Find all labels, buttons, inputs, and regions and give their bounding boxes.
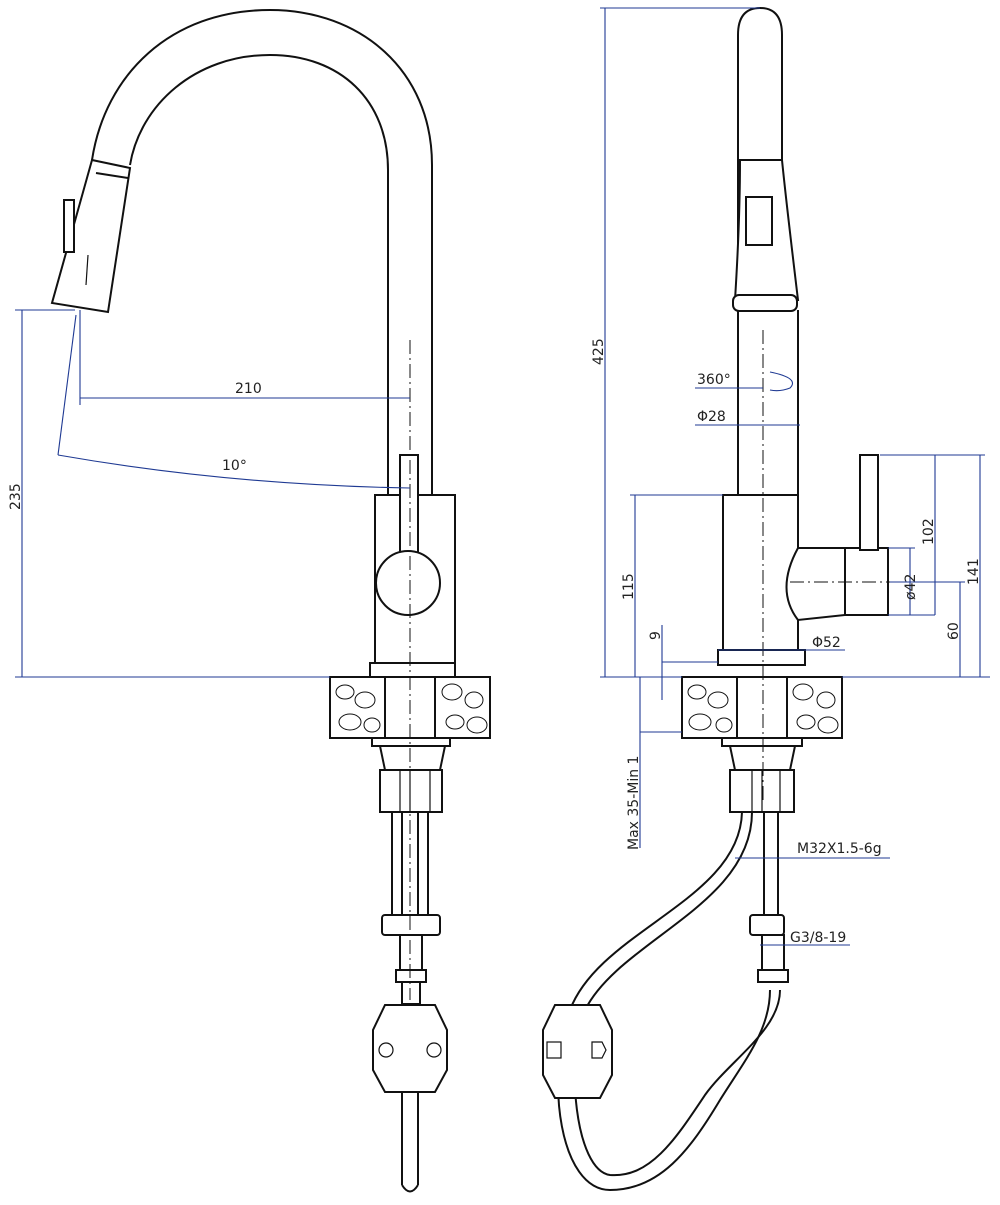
dim-mount-thread: M32X1.5-6g (797, 841, 882, 857)
spout-outer (91, 8, 433, 495)
dim-handle-center-height: 60 (946, 622, 962, 640)
pull-out-hose (557, 811, 771, 1192)
dim-handle-diameter: ø42 (903, 574, 919, 600)
dim-spray-height: 235 (8, 483, 24, 510)
left-view: 210 10° 235 (8, 8, 491, 1193)
hose-weight (542, 1004, 613, 1099)
dim-body-height: 115 (621, 573, 637, 600)
dim-spout-diameter: Φ28 (697, 409, 726, 425)
stone-pattern (335, 683, 488, 734)
dim-base-diameter: Φ52 (812, 635, 841, 651)
lever-side (859, 454, 879, 551)
dim-handle-height: 102 (921, 518, 937, 545)
quick-connector (372, 1004, 448, 1093)
dim-countertop-thickness: Max 35-Min 1 (626, 756, 642, 850)
dim-lever-top-height: 141 (966, 558, 982, 585)
stone-pattern-side (687, 683, 839, 734)
body-side (722, 494, 799, 651)
handle-knob (375, 550, 441, 616)
dim-spout-tilt: 10° (222, 458, 247, 474)
dim-rotation: 360° (697, 372, 731, 388)
right-view: 425 360° Φ28 115 9 Φ52 Max 35-Min 1 102 … (542, 6, 990, 1192)
spray-head (50, 158, 132, 314)
mount-nut (379, 769, 443, 813)
dim-base-height: 9 (648, 631, 664, 640)
dim-total-height: 425 (591, 338, 607, 365)
dim-hose-thread: G3/8-19 (790, 930, 846, 946)
dim-spout-reach: 210 (235, 381, 262, 397)
spout-inner (129, 53, 389, 495)
